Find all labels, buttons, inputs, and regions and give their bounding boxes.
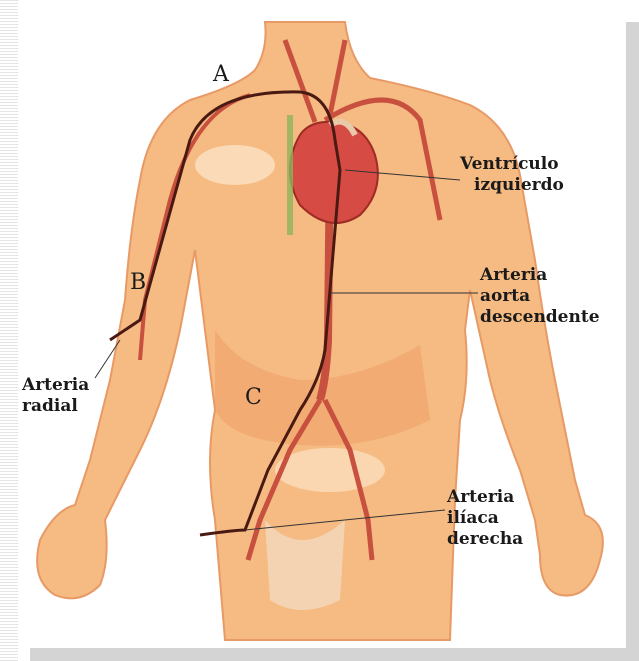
ventriculo-label-line1: Ventrículo — [460, 154, 564, 175]
point-c-label: C — [245, 385, 262, 410]
iliaca-label-line1: Arteria — [447, 487, 523, 508]
aorta-label-line3: descendente — [480, 307, 600, 328]
iliaca-label-line3: derecha — [447, 529, 523, 550]
ventriculo-label: Ventrículo izquierdo — [460, 154, 564, 196]
aorta-label-line2: aorta — [480, 286, 600, 307]
ventriculo-label-line2: izquierdo — [460, 175, 564, 196]
aorta-label-line1: Arteria — [480, 265, 600, 286]
radial-label-line2: radial — [22, 396, 89, 417]
chest-highlight — [195, 145, 275, 185]
belly-highlight — [275, 448, 385, 492]
radial-label: Arteria radial — [22, 375, 89, 417]
aorta-label: Arteria aorta descendente — [480, 265, 600, 328]
point-b-label: B — [130, 270, 146, 295]
point-a-label: A — [213, 62, 229, 87]
radial-label-line1: Arteria — [22, 375, 89, 396]
iliaca-label-line2: ilíaca — [447, 508, 523, 529]
iliaca-label: Arteria ilíaca derecha — [447, 487, 523, 550]
